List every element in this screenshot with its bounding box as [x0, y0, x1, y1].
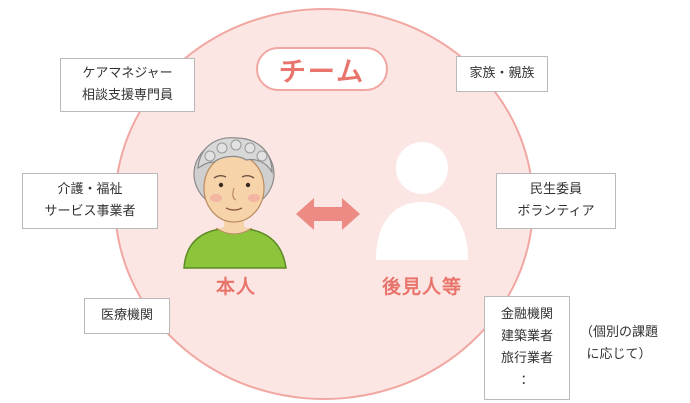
elderly-person-icon [183, 137, 287, 269]
box-volunteer: 民生委員 ボランティア [496, 173, 616, 229]
box-family: 家族・親族 [456, 56, 548, 92]
person-label: 本人 [216, 276, 257, 298]
box-business-line-2: 建築業者 [500, 329, 553, 344]
box-volunteer-line-1: 民生委員 [529, 182, 582, 197]
guardian-silhouette-icon [376, 142, 468, 260]
box-care-manager: ケアマネジャー 相談支援専門員 [60, 58, 195, 112]
box-care-manager-line-1: ケアマネジャー [82, 66, 173, 81]
individual-issue-note: （個別の課題 に応じて） [580, 322, 658, 366]
box-family-line-1: 家族・親族 [469, 66, 535, 81]
box-business-line-1: 金融機関 [500, 307, 553, 322]
guardian-label: 後見人等 [382, 276, 463, 298]
note-line-1: （個別の課題 [580, 325, 659, 340]
box-business-line-3: 旅行業者 [500, 351, 553, 366]
box-volunteer-line-2: ボランティア [517, 204, 595, 219]
box-care-manager-line-2: 相談支援専門員 [81, 88, 173, 103]
box-care-welfare-line-2: サービス事業者 [44, 204, 136, 219]
box-medical-line-1: 医療機関 [100, 308, 153, 323]
box-medical: 医療機関 [84, 298, 170, 334]
note-line-2: に応じて） [586, 347, 652, 362]
team-title: チーム [256, 47, 388, 91]
box-care-welfare: 介護・福祉 サービス事業者 [22, 173, 158, 229]
bidirectional-arrow-icon [296, 198, 360, 230]
box-business-line-4: ： [520, 373, 534, 388]
box-care-welfare-line-1: 介護・福祉 [57, 182, 123, 197]
box-business: 金融機関 建築業者 旅行業者 ： [484, 296, 570, 400]
